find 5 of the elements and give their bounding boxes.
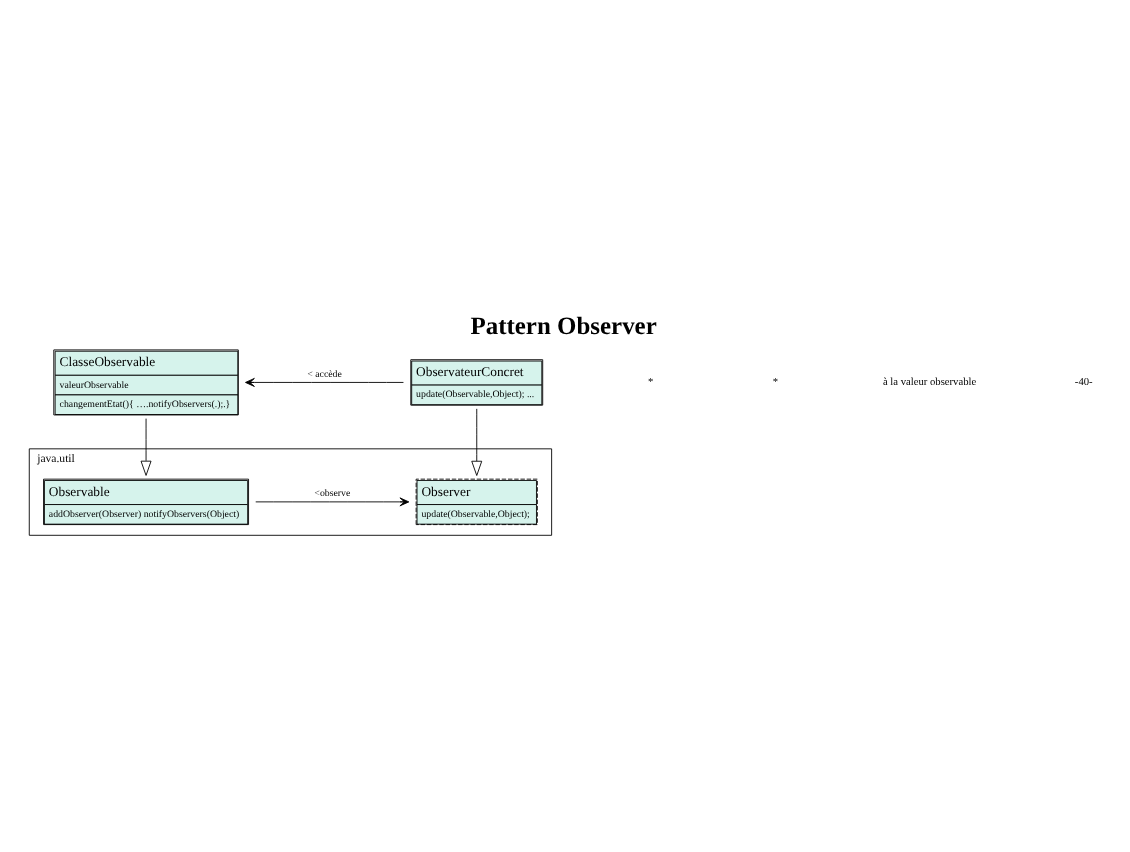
- diagram-title: Pattern Observer: [470, 311, 657, 340]
- arrow: [255, 496, 410, 506]
- arrow: [245, 376, 404, 386]
- arrow: [471, 407, 483, 475]
- arrow: [140, 417, 152, 475]
